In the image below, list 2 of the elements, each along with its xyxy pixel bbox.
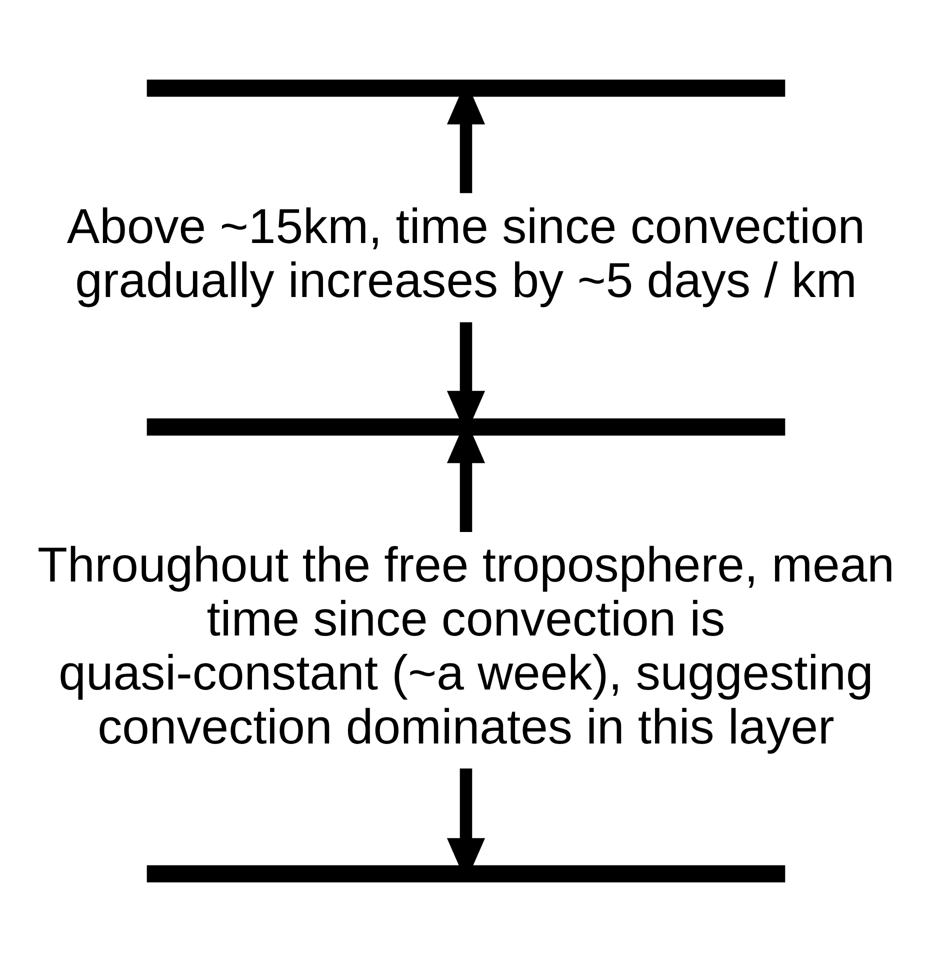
node-text: Throughout the free troposphere, mean time since convection is quasi-constant (~a week), suggesting convection dominates in this layer bbox=[38, 538, 894, 754]
node-text: Above ~15km, time since convection gradually increases by ~5 days / km bbox=[66, 199, 866, 308]
